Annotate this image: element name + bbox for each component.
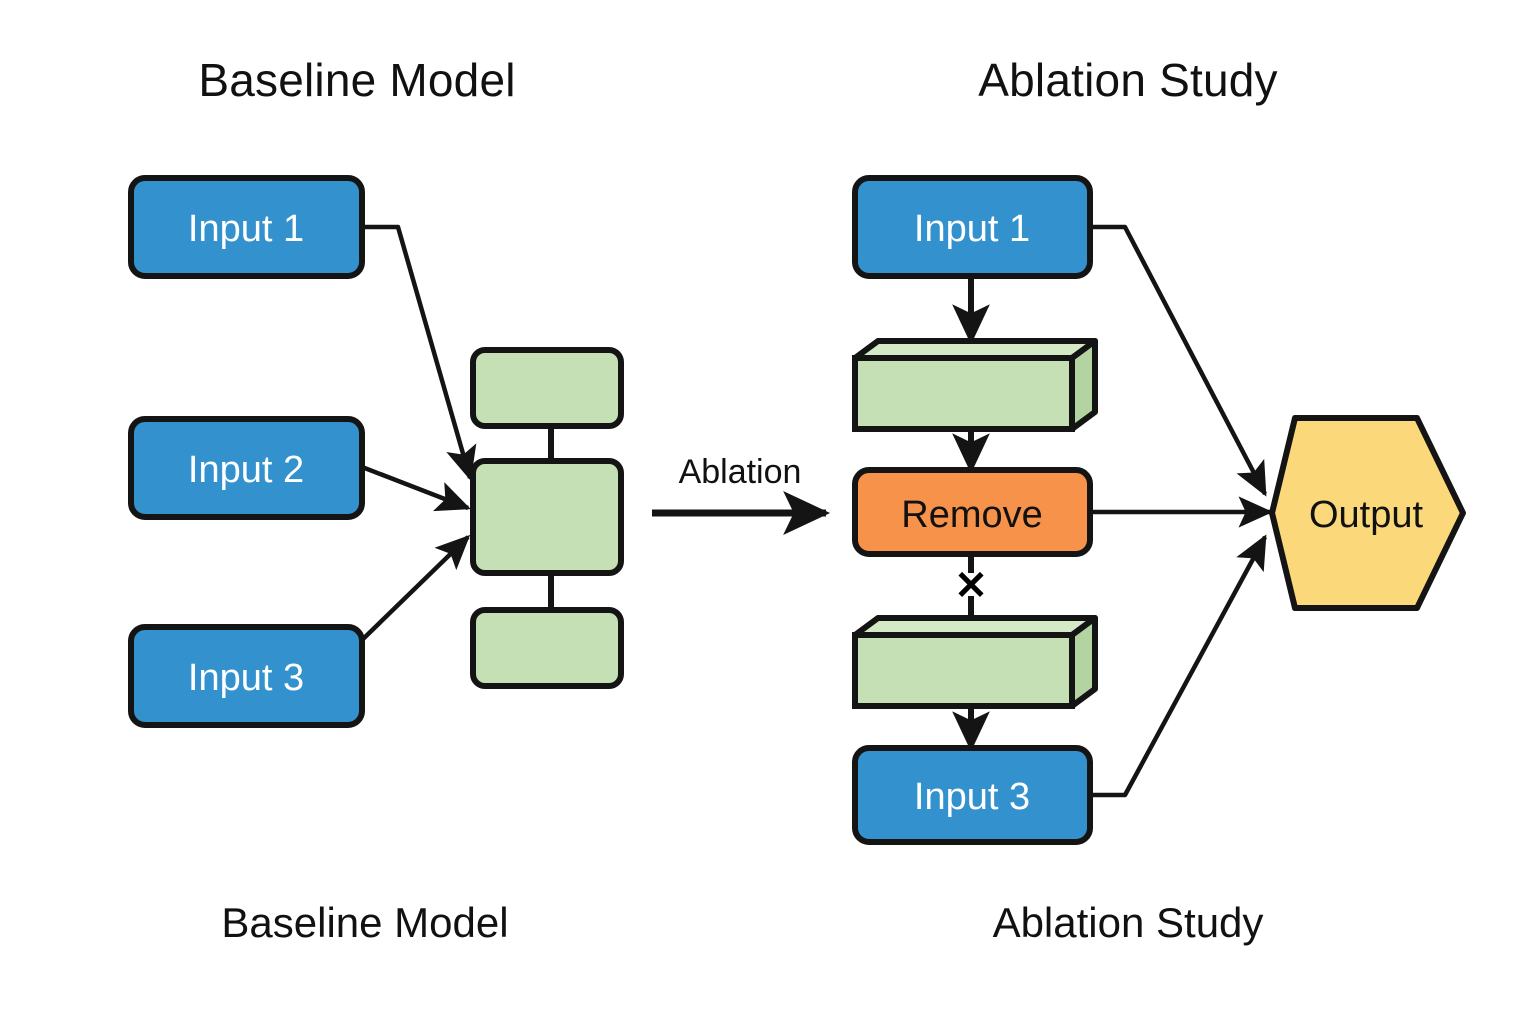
ab-input-1-label: Input 1 <box>914 208 1030 250</box>
baseline-layer-bottom-shape[interactable] <box>470 607 624 689</box>
input-3-shape[interactable] <box>128 624 365 728</box>
ab-input-3-shape[interactable] <box>852 745 1093 845</box>
ab-output-shape[interactable] <box>1269 415 1466 611</box>
ab-input-1-shape[interactable] <box>852 175 1093 279</box>
node-baseline-layer-top[interactable] <box>470 347 624 429</box>
input-2-label: Input 2 <box>188 449 304 491</box>
ablation-transition-label: Ablation <box>679 453 802 491</box>
ab-layer-2-side-face <box>1069 615 1098 709</box>
ab-layer-2-front-face[interactable] <box>852 632 1075 709</box>
edge-input1-to-core <box>362 224 477 481</box>
ab-layer-1-side-face <box>1069 338 1098 432</box>
header-top-right: Ablation Study <box>978 54 1277 106</box>
severed-connection-x-icon: ✕ <box>954 564 988 608</box>
node-ab-input-3[interactable]: Input 3 <box>852 745 1093 845</box>
node-ab-output[interactable]: Output <box>1269 415 1466 611</box>
node-ab-input-1[interactable]: Input 1 <box>852 175 1093 279</box>
input-2-shape[interactable] <box>128 416 365 520</box>
input-1-label: Input 1 <box>188 208 304 250</box>
edge-ab-input1-to-output <box>1090 224 1267 497</box>
baseline-layer-top-shape[interactable] <box>470 347 624 429</box>
ab-remove-shape[interactable] <box>852 467 1093 557</box>
header-bottom-left: Baseline Model <box>221 899 508 946</box>
header-top-left: Baseline Model <box>198 54 515 106</box>
edge-input2-to-core <box>361 464 471 512</box>
node-ab-remove[interactable]: Remove <box>852 467 1093 557</box>
ab-layer-1-front-face[interactable] <box>852 355 1075 432</box>
node-input-2[interactable]: Input 2 <box>128 416 365 520</box>
ab-output-label: Output <box>1309 494 1424 536</box>
edge-ab-input3-to-output <box>1090 534 1267 798</box>
node-baseline-layer-core[interactable] <box>470 458 624 576</box>
node-input-1[interactable]: Input 1 <box>128 175 365 279</box>
edge-input3-to-core <box>360 534 471 642</box>
node-input-3[interactable]: Input 3 <box>128 624 365 728</box>
node-ab-layer-1[interactable] <box>852 338 1098 432</box>
ab-input-3-label: Input 3 <box>914 776 1030 818</box>
header-bottom-right: Ablation Study <box>993 899 1264 946</box>
input-1-shape[interactable] <box>128 175 365 279</box>
node-baseline-layer-bottom[interactable] <box>470 607 624 689</box>
node-ab-layer-2[interactable] <box>852 615 1098 709</box>
input-3-label: Input 3 <box>188 657 304 699</box>
baseline-layer-core-shape[interactable] <box>470 458 624 576</box>
ab-remove-label: Remove <box>901 494 1043 536</box>
